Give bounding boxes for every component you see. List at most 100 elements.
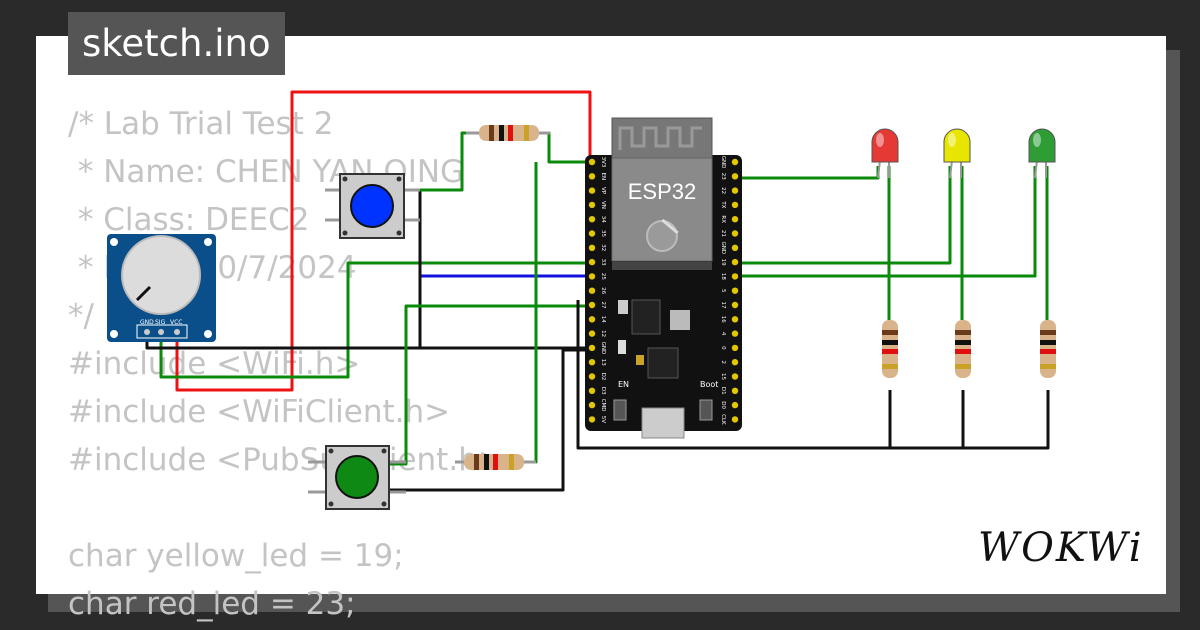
led-resistor-yellow[interactable] (955, 320, 971, 378)
esp32-pin[interactable] (731, 201, 739, 209)
wokwi-logo: WOKWi (978, 525, 1144, 571)
resistor-bottom[interactable] (455, 454, 536, 470)
esp32-pin-label: VP (600, 187, 606, 195)
esp32-shield (611, 157, 713, 262)
esp32-pin[interactable] (731, 301, 739, 309)
wire-green-resistor2 (520, 162, 538, 464)
pushbutton-blue[interactable] (325, 173, 420, 239)
esp32-pin[interactable] (731, 316, 739, 323)
potentiometer-knob[interactable] (121, 235, 201, 315)
esp32-pin-label: GND (720, 156, 726, 169)
esp32-pin[interactable] (588, 230, 596, 237)
esp32-pin[interactable] (588, 258, 596, 266)
led-yellow[interactable] (943, 128, 971, 179)
esp32-boot-button[interactable] (699, 399, 713, 421)
esp32-pin-label: 19 (720, 259, 726, 266)
resistor-top[interactable] (466, 125, 550, 141)
esp32-pin[interactable] (588, 173, 596, 180)
pushbutton-green[interactable] (308, 445, 406, 510)
led-resistors (882, 320, 1056, 378)
pot-pin-label-sig: SIG (155, 319, 166, 326)
esp32-pin[interactable] (731, 287, 739, 294)
esp32-pin[interactable] (731, 344, 739, 352)
esp32-pin[interactable] (731, 244, 739, 251)
esp32-pin[interactable] (588, 216, 596, 223)
esp32-pin[interactable] (588, 158, 596, 166)
code-line: char red_led = 23; (68, 586, 356, 622)
esp32-pin-label: 4 (720, 332, 726, 336)
esp32-pin[interactable] (731, 216, 739, 223)
esp32-pin[interactable] (731, 330, 739, 337)
esp32-pin[interactable] (588, 387, 596, 394)
esp32-pin-label: 25 (600, 273, 606, 280)
esp32-pin-label: 15 (720, 373, 726, 380)
esp32-pin[interactable] (588, 416, 596, 423)
wire-red-power (175, 90, 592, 392)
esp32-pin[interactable] (588, 373, 596, 380)
esp32-pin[interactable] (588, 273, 596, 280)
esp32-pin-label: 18 (720, 273, 726, 280)
esp32-pin[interactable] (731, 173, 739, 180)
esp32-pin-label: D1 (720, 387, 726, 395)
esp32-pin-label: 34 (600, 216, 606, 223)
esp32-pin[interactable] (588, 244, 596, 251)
potentiometer[interactable]: GND SIG VCC (107, 234, 216, 342)
esp32-pin[interactable] (731, 359, 739, 366)
esp32-pin-label: D0 (720, 401, 726, 409)
esp32-pin-label: 27 (600, 302, 606, 309)
esp32-pin-label: 33 (600, 259, 606, 266)
led-body (1028, 128, 1056, 163)
esp32-pin-label: 26 (600, 287, 606, 294)
esp32-pin[interactable] (588, 359, 596, 366)
led-resistor-red[interactable] (882, 320, 898, 378)
esp32-pin[interactable] (588, 330, 596, 337)
esp32-pin[interactable] (731, 258, 739, 266)
esp32-en-label: EN (618, 380, 629, 389)
led-body (943, 128, 971, 163)
esp32-pin-label: TX (720, 200, 726, 208)
esp32-pin-label: 2 (720, 360, 726, 364)
esp32-pin-label: 21 (720, 230, 726, 237)
pushbutton-blue-cap[interactable] (350, 184, 394, 228)
esp32-pin-label: CLK (720, 414, 726, 425)
esp32-pin-label: 22 (720, 187, 726, 194)
esp32-pin[interactable] (731, 230, 739, 237)
esp32-pin[interactable] (731, 187, 739, 194)
esp32-pin[interactable] (731, 416, 739, 423)
esp32-pin[interactable] (588, 316, 596, 323)
led-red[interactable] (871, 128, 899, 179)
esp32-pin[interactable] (588, 401, 596, 409)
esp32-pin[interactable] (588, 187, 596, 194)
esp32-pin-label: D2 (600, 373, 606, 381)
esp32-pin[interactable] (731, 273, 739, 280)
esp32-pin-label: 14 (600, 316, 606, 323)
pushbutton-green-cap[interactable] (335, 455, 379, 499)
esp32-pin[interactable] (588, 201, 596, 209)
led-green[interactable] (1028, 128, 1056, 179)
esp32-pin-label: 5V (600, 416, 606, 423)
esp32-pin[interactable] (731, 387, 739, 394)
esp32-pin[interactable] (588, 301, 596, 309)
esp32-pin[interactable] (731, 373, 739, 380)
esp32-pin-label: 12 (600, 330, 606, 337)
wire-black-led-ground (576, 300, 1050, 450)
esp32-pin-label: CMD (600, 399, 606, 412)
wire-green-button2 (390, 304, 590, 466)
esp32-pin[interactable] (588, 344, 596, 352)
esp32-en-button[interactable] (613, 399, 627, 421)
code-line: /* Lab Trial Test 2 (68, 106, 334, 142)
esp32-board[interactable]: ESP32 EN Boot 3V3ENVPVN34353233252627141… (585, 117, 742, 439)
esp32-boot-label: Boot (700, 380, 718, 389)
esp32-pin[interactable] (731, 401, 739, 409)
led-resistor-green[interactable] (1040, 320, 1056, 378)
esp32-pin[interactable] (588, 287, 596, 294)
esp32-pin[interactable] (731, 158, 739, 166)
esp32-pin-label: EN (600, 173, 606, 181)
pot-pin-label-gnd: GND (140, 319, 154, 326)
code-line: #include <WiFiClient.h> (68, 394, 451, 430)
sketch-tab[interactable]: sketch.ino (68, 12, 285, 75)
esp32-left-pins: 3V3ENVPVN343532332526271412GND13D2D3CMD5… (588, 157, 606, 423)
wire-green-yellow-led (738, 166, 952, 265)
